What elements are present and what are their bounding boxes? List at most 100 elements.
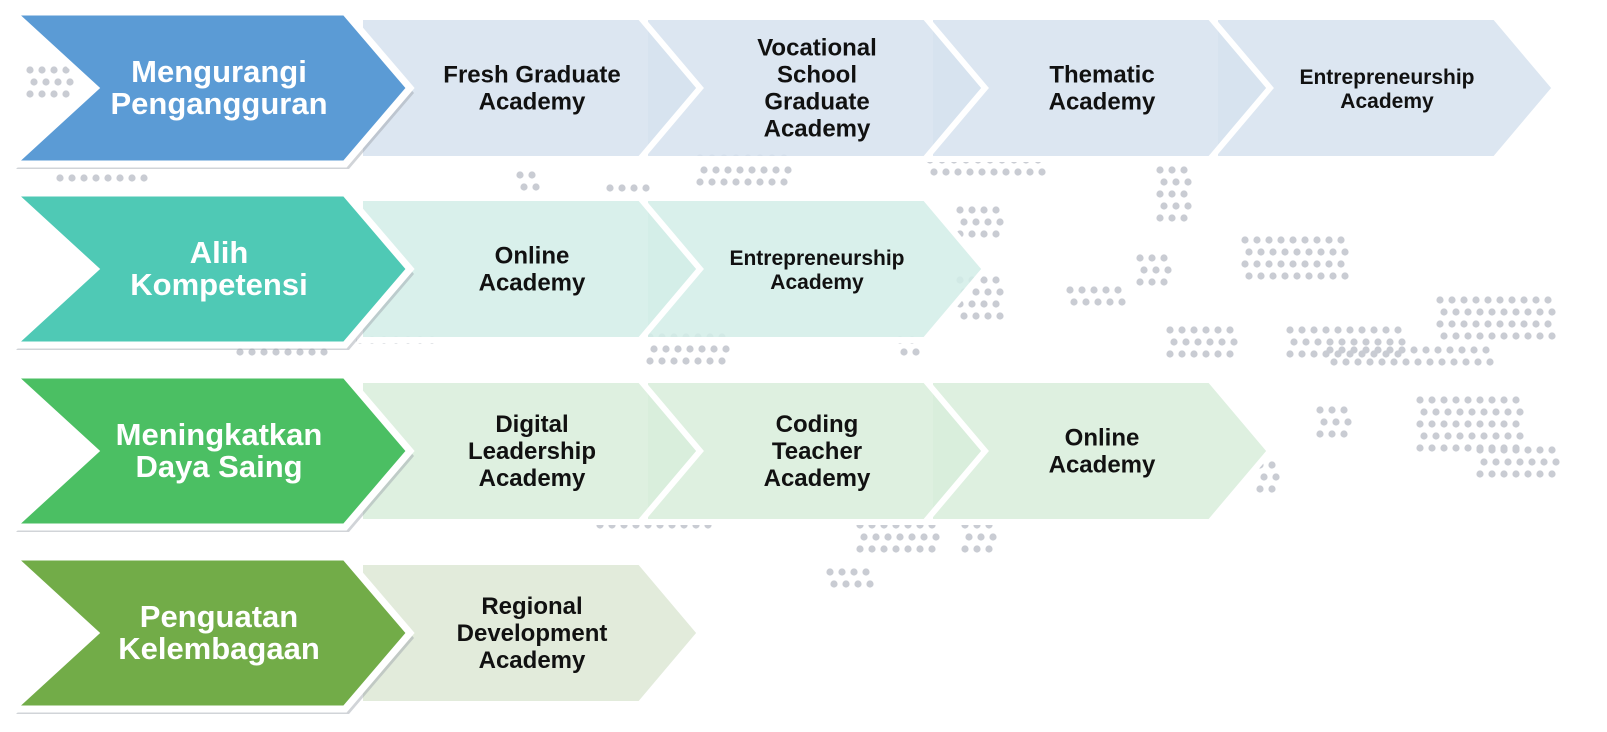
map-dot (248, 348, 256, 356)
map-dot (968, 300, 976, 308)
map-dot (260, 348, 268, 356)
map-dot (1452, 308, 1460, 316)
map-dot (1428, 420, 1436, 428)
map-dot (1298, 326, 1306, 334)
map-dot (30, 78, 38, 86)
map-dot (696, 178, 704, 186)
map-dot (956, 206, 964, 214)
map-dot (50, 90, 58, 98)
academy-label-line: Coding (776, 411, 859, 438)
map-dot (1428, 396, 1436, 404)
map-dot (854, 580, 862, 588)
map-dot (1486, 358, 1494, 366)
map-dot (1532, 320, 1540, 328)
map-dot (1480, 432, 1488, 440)
map-dot (1512, 332, 1520, 340)
map-dot (618, 184, 626, 192)
map-dot (1320, 418, 1328, 426)
map-dot (736, 166, 744, 174)
map-dot (1257, 248, 1265, 256)
map-dot (724, 166, 732, 174)
category-label-line: Mengurangi (131, 54, 307, 89)
map-dot (674, 345, 682, 353)
map-dot (1265, 260, 1273, 268)
map-dot (272, 348, 280, 356)
academy-label-line: Academy (770, 271, 864, 294)
academy-label-line: Regional (481, 593, 582, 620)
map-dot (1440, 332, 1448, 340)
map-dot (1070, 298, 1078, 306)
map-dot (1338, 338, 1346, 346)
map-dot (1488, 332, 1496, 340)
map-dot (1260, 473, 1268, 481)
map-dot (884, 533, 892, 541)
map-dot (1420, 408, 1428, 416)
map-dot (972, 288, 980, 296)
map-dot (978, 168, 986, 176)
map-dot (1206, 338, 1214, 346)
map-dot (1470, 346, 1478, 354)
academy-label-line: Entrepreneurship (729, 247, 904, 270)
map-dot (1536, 332, 1544, 340)
map-dot (1456, 432, 1464, 440)
world-map-dot-background (26, 66, 1560, 588)
academy-label-line: Graduate (764, 89, 869, 116)
map-dot (977, 533, 985, 541)
map-dot (1358, 326, 1366, 334)
map-dot (140, 174, 148, 182)
map-dot (1504, 408, 1512, 416)
map-dot (1253, 236, 1261, 244)
map-dot (1488, 396, 1496, 404)
map-dot (1440, 308, 1448, 316)
map-dot (1476, 420, 1484, 428)
map-dot (1269, 272, 1277, 280)
map-dot (1329, 272, 1337, 280)
map-dot (1180, 190, 1188, 198)
map-dot (1202, 326, 1210, 334)
map-dot (732, 178, 740, 186)
map-dot (1180, 166, 1188, 174)
map-dot (1532, 296, 1540, 304)
map-dot (1342, 358, 1350, 366)
map-dot (1245, 248, 1253, 256)
map-dot (1390, 358, 1398, 366)
map-dot (50, 66, 58, 74)
map-dot (1504, 458, 1512, 466)
map-dot (1114, 286, 1122, 294)
map-dot (1350, 338, 1358, 346)
map-dot (1298, 350, 1306, 358)
map-dot (1156, 214, 1164, 222)
map-dot (1444, 408, 1452, 416)
map-dot (68, 174, 76, 182)
map-dot (862, 568, 870, 576)
academy-label-line: Academy (1049, 452, 1156, 479)
map-dot (916, 545, 924, 553)
map-dot (1214, 350, 1222, 358)
category-label-line: Penguatan (140, 599, 298, 634)
academy-label-line: Academy (764, 116, 871, 143)
map-dot (1293, 248, 1301, 256)
map-dot (1548, 308, 1556, 316)
map-dot (1269, 248, 1277, 256)
map-dot (908, 533, 916, 541)
map-dot (756, 178, 764, 186)
map-dot (1500, 396, 1508, 404)
map-dot (1184, 178, 1192, 186)
map-dot (1136, 278, 1144, 286)
map-dot (784, 166, 792, 174)
map-dot (1398, 346, 1406, 354)
map-dot (920, 533, 928, 541)
map-dot (1140, 266, 1148, 274)
map-dot (1512, 420, 1520, 428)
map-dot (62, 90, 70, 98)
map-dot (973, 545, 981, 553)
map-dot (1038, 168, 1046, 176)
map-dot (1226, 326, 1234, 334)
map-dot (930, 168, 938, 176)
academy-label-line: Academy (479, 270, 586, 297)
